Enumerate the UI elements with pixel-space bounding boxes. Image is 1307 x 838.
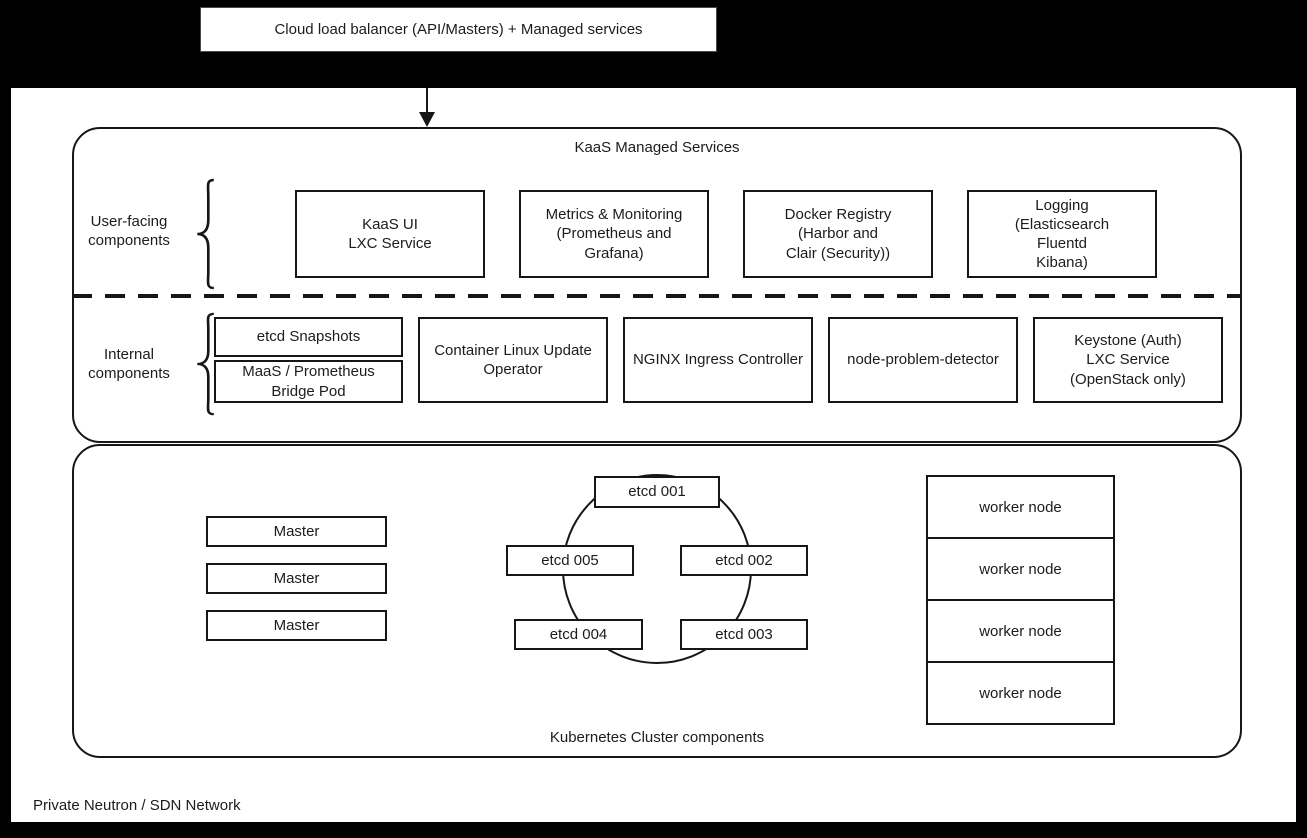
node-master-1: Master <box>206 516 387 547</box>
node-etcd-002: etcd 002 <box>680 545 808 576</box>
node-worker-3-label: worker node <box>979 622 1062 640</box>
cluster-group: Kubernetes Cluster components <box>72 444 1242 758</box>
user-internal-separator <box>72 294 1242 298</box>
node-etcd-001: etcd 001 <box>594 476 720 508</box>
node-worker-2: worker node <box>928 539 1113 601</box>
node-etcd-003: etcd 003 <box>680 619 808 650</box>
user-facing-brace-icon <box>197 178 214 290</box>
load-balancer-label: Cloud load balancer (API/Masters) + Mana… <box>274 21 643 38</box>
node-docker-registry: Docker Registry (Harbor and Clair (Secur… <box>743 190 933 278</box>
internal-label: Internal components <box>88 346 170 383</box>
node-etcd-snapshots-label: etcd Snapshots <box>256 328 361 346</box>
node-worker-4: worker node <box>928 663 1113 723</box>
node-logging: Logging (Elasticsearch Fluentd Kibana) <box>967 190 1157 278</box>
node-kaas-ui-label: KaaS UI LXC Service <box>348 215 432 252</box>
node-node-problem-detector: node-problem-detector <box>828 317 1018 403</box>
worker-node-stack: worker node worker node worker node work… <box>926 475 1115 725</box>
managed-services-group: KaaS Managed Services <box>72 127 1242 443</box>
node-master-1-label: Master <box>273 522 320 540</box>
node-keystone: Keystone (Auth) LXC Service (OpenStack o… <box>1033 317 1223 403</box>
node-worker-1: worker node <box>928 477 1113 539</box>
node-metrics-monitoring: Metrics & Monitoring (Prometheus and Gra… <box>519 190 709 278</box>
node-etcd-005-label: etcd 005 <box>541 551 599 569</box>
node-kaas-ui: KaaS UI LXC Service <box>295 190 485 278</box>
node-etcd-004: etcd 004 <box>514 619 643 650</box>
node-etcd-005: etcd 005 <box>506 545 634 576</box>
arrow-line <box>426 88 428 113</box>
cluster-title: Kubernetes Cluster components <box>549 729 765 746</box>
arrow-head-icon <box>419 112 435 127</box>
load-balancer-node: Cloud load balancer (API/Masters) + Mana… <box>200 7 717 52</box>
node-maas-prometheus-bridge: MaaS / Prometheus Bridge Pod <box>214 360 403 403</box>
node-etcd-003-label: etcd 003 <box>715 625 773 643</box>
node-metrics-monitoring-label: Metrics & Monitoring (Prometheus and Gra… <box>545 206 683 262</box>
node-container-linux-update-label: Container Linux Update Operator <box>434 341 592 378</box>
managed-services-title: KaaS Managed Services <box>574 139 740 156</box>
internal-brace-icon <box>197 312 214 416</box>
node-etcd-002-label: etcd 002 <box>715 551 773 569</box>
node-nginx-ingress-label: NGINX Ingress Controller <box>632 351 804 369</box>
node-logging-label: Logging (Elasticsearch Fluentd Kibana) <box>1014 196 1110 272</box>
node-node-problem-detector-label: node-problem-detector <box>847 351 999 369</box>
node-worker-2-label: worker node <box>979 560 1062 578</box>
node-etcd-004-label: etcd 004 <box>549 625 608 643</box>
user-facing-label: User-facing components <box>88 213 170 250</box>
node-etcd-001-label: etcd 001 <box>628 483 686 501</box>
node-docker-registry-label: Docker Registry (Harbor and Clair (Secur… <box>784 206 892 262</box>
node-worker-4-label: worker node <box>979 684 1062 702</box>
node-keystone-label: Keystone (Auth) LXC Service (OpenStack o… <box>1070 332 1186 388</box>
node-maas-prometheus-bridge-label: MaaS / Prometheus Bridge Pod <box>242 363 375 400</box>
node-container-linux-update: Container Linux Update Operator <box>418 317 608 403</box>
network-label: Private Neutron / SDN Network <box>33 797 241 814</box>
node-nginx-ingress: NGINX Ingress Controller <box>623 317 813 403</box>
node-master-3-label: Master <box>273 616 320 634</box>
node-master-2: Master <box>206 563 387 594</box>
node-worker-1-label: worker node <box>979 498 1062 516</box>
node-worker-3: worker node <box>928 601 1113 663</box>
node-etcd-snapshots: etcd Snapshots <box>214 317 403 357</box>
node-master-2-label: Master <box>273 569 320 587</box>
node-master-3: Master <box>206 610 387 641</box>
